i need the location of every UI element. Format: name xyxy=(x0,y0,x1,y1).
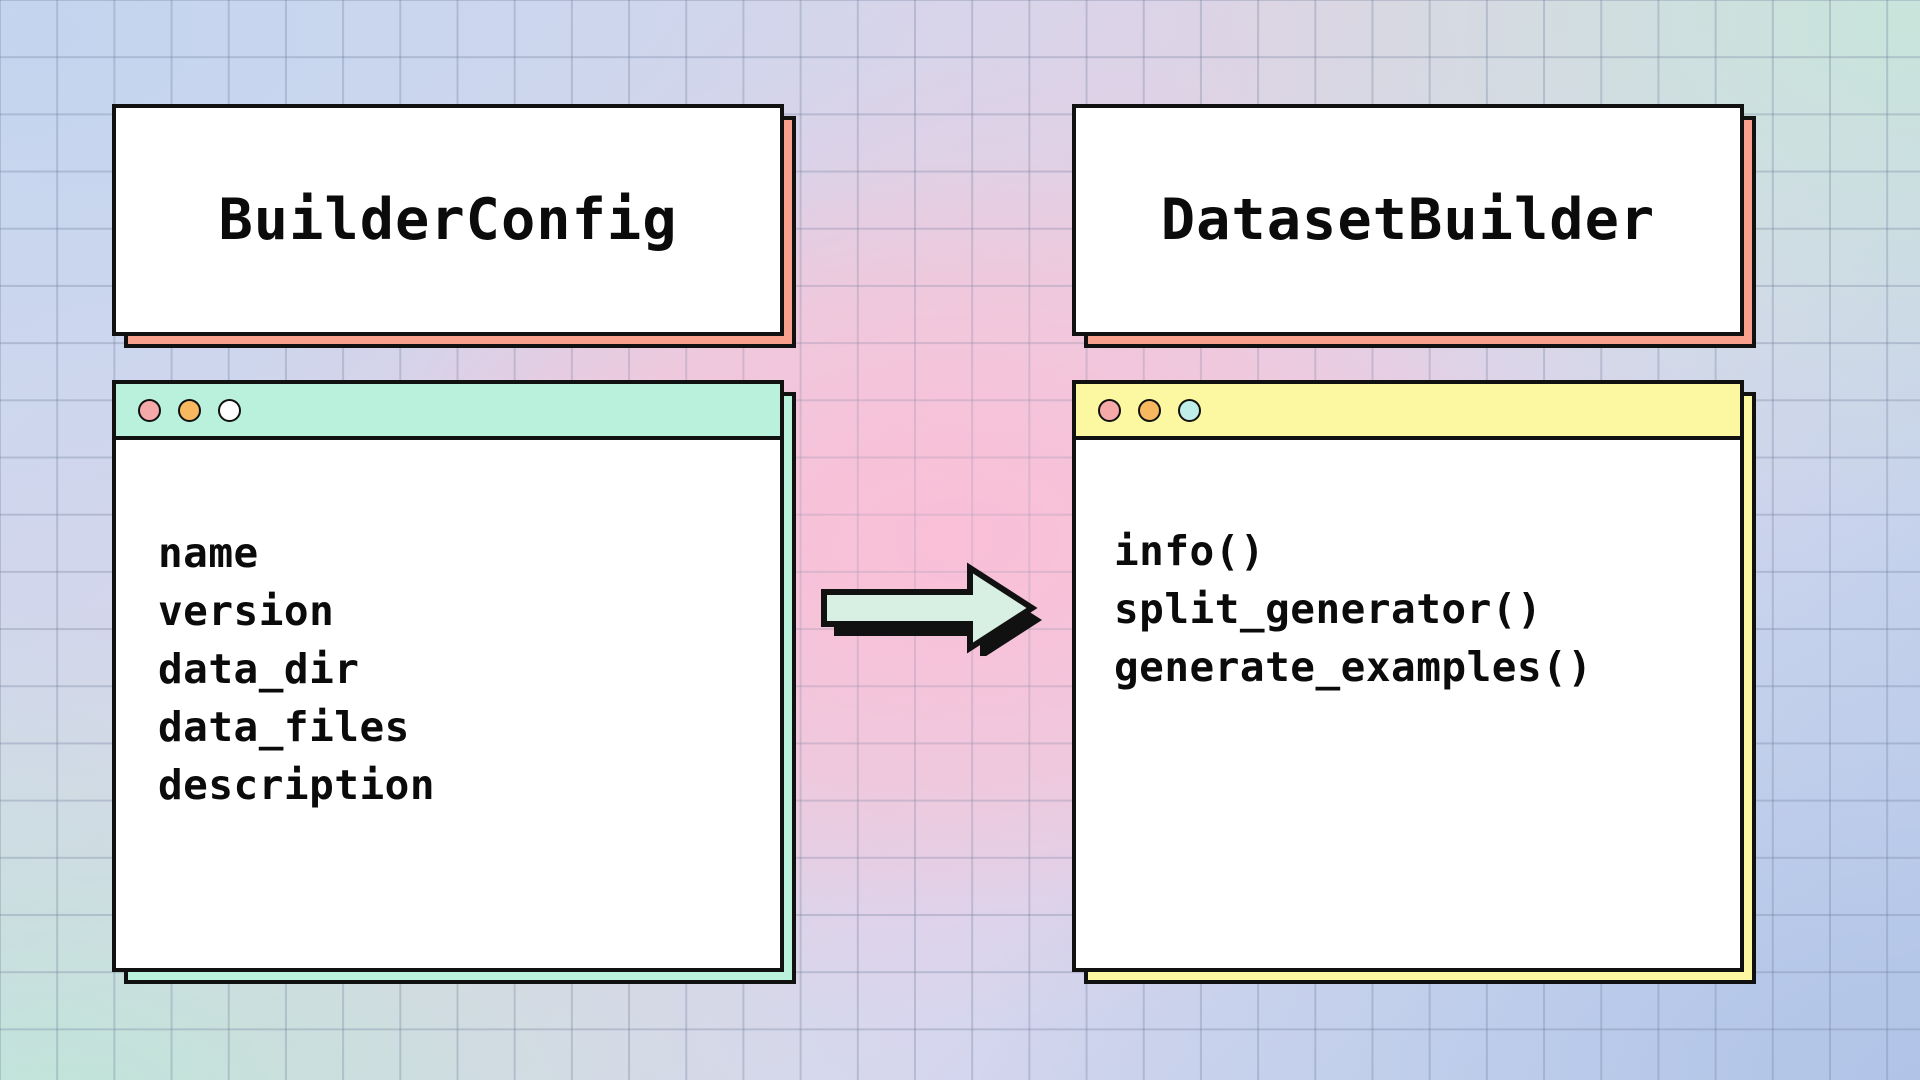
builder-config-window[interactable]: name version data_dir data_files descrip… xyxy=(112,380,784,972)
builder-config-card[interactable]: BuilderConfig xyxy=(112,104,784,336)
dataset-builder-method-list: info() split_generator() generate_exampl… xyxy=(1114,522,1740,696)
list-item: split_generator() xyxy=(1114,585,1543,633)
dataset-builder-window[interactable]: info() split_generator() generate_exampl… xyxy=(1072,380,1744,972)
minimize-dot[interactable] xyxy=(178,398,201,422)
dataset-builder-title: DatasetBuilder xyxy=(1160,186,1656,253)
arrow-right-icon xyxy=(820,548,1050,656)
close-dot[interactable] xyxy=(1098,398,1121,422)
list-item: version xyxy=(158,587,335,635)
list-item: name xyxy=(158,529,259,577)
list-item: description xyxy=(158,761,436,809)
builder-config-attribute-list: name version data_dir data_files descrip… xyxy=(158,524,780,814)
list-item: data_dir xyxy=(158,645,360,693)
dataset-builder-titlebar xyxy=(1076,384,1740,440)
builder-config-titlebar xyxy=(116,384,780,440)
builder-config-title: BuilderConfig xyxy=(218,186,678,253)
maximize-dot[interactable] xyxy=(1178,398,1201,422)
list-item: data_files xyxy=(158,703,410,751)
list-item: info() xyxy=(1114,527,1266,575)
dataset-builder-window-body: info() split_generator() generate_exampl… xyxy=(1076,440,1740,968)
dataset-builder-card[interactable]: DatasetBuilder xyxy=(1072,104,1744,336)
builder-config-window-body: name version data_dir data_files descrip… xyxy=(116,440,780,968)
list-item: generate_examples() xyxy=(1114,643,1593,691)
maximize-dot[interactable] xyxy=(218,398,241,422)
close-dot[interactable] xyxy=(138,398,161,422)
minimize-dot[interactable] xyxy=(1138,398,1161,422)
